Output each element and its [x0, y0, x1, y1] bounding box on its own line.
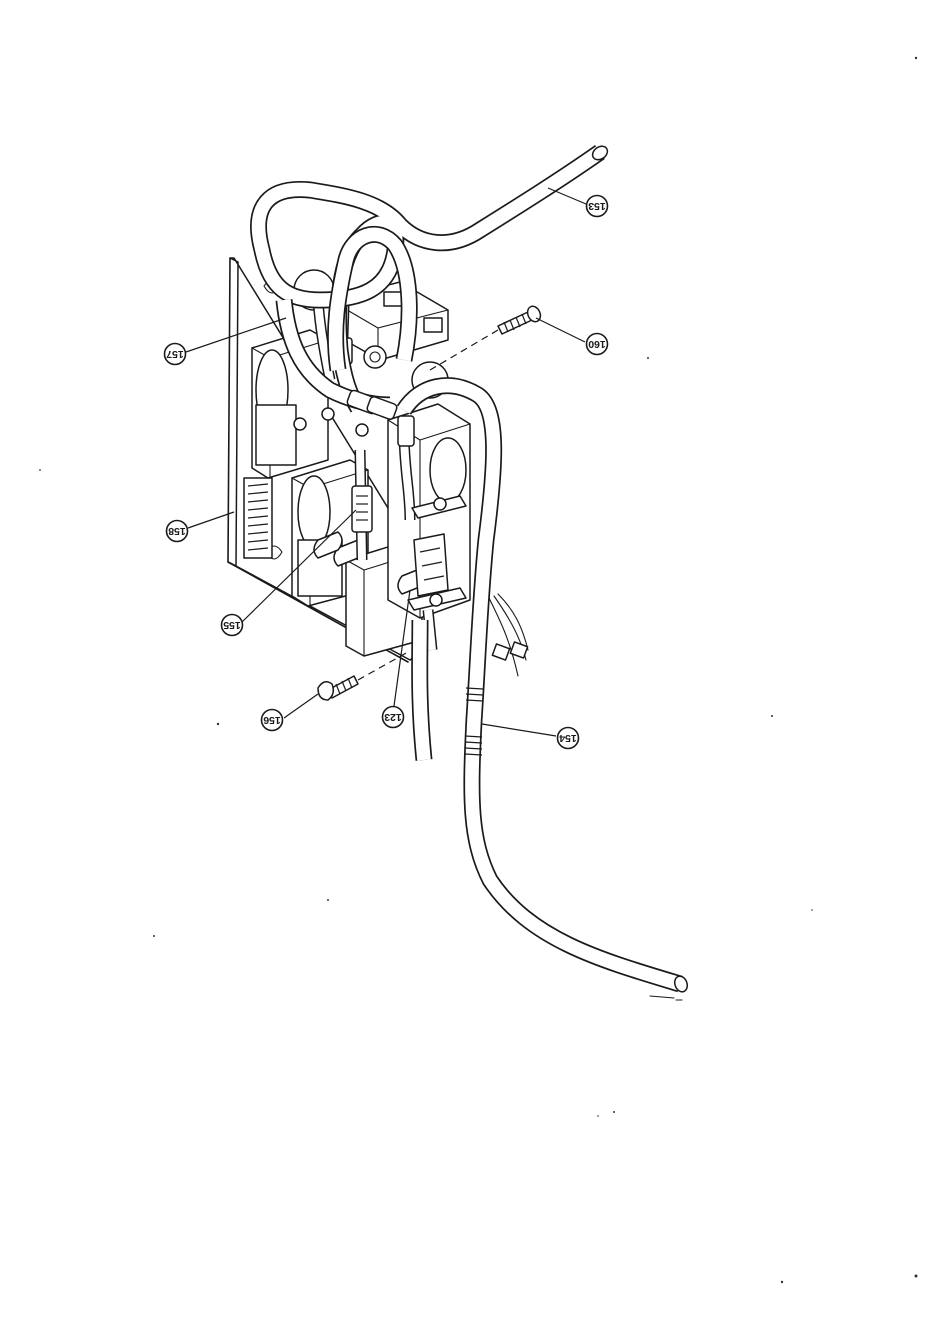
- screw-156: [318, 652, 408, 700]
- callout-160: 160: [587, 334, 608, 355]
- callout-123: 123: [383, 707, 404, 728]
- svg-text:160: 160: [588, 338, 606, 350]
- callout-158: 158: [167, 521, 188, 542]
- hose-lower: [420, 620, 424, 760]
- svg-text:157: 157: [166, 348, 184, 360]
- callout-154: 154: [558, 728, 579, 749]
- svg-text:155: 155: [223, 619, 241, 631]
- callout-153: 153: [587, 196, 608, 217]
- callout-156: 156: [262, 710, 283, 731]
- callout-155: 155: [222, 615, 243, 636]
- svg-text:156: 156: [263, 714, 281, 726]
- svg-text:158: 158: [168, 525, 186, 537]
- svg-text:154: 154: [559, 732, 577, 744]
- svg-text:153: 153: [588, 200, 606, 212]
- callout-157: 157: [165, 344, 186, 365]
- svg-text:123: 123: [384, 711, 402, 723]
